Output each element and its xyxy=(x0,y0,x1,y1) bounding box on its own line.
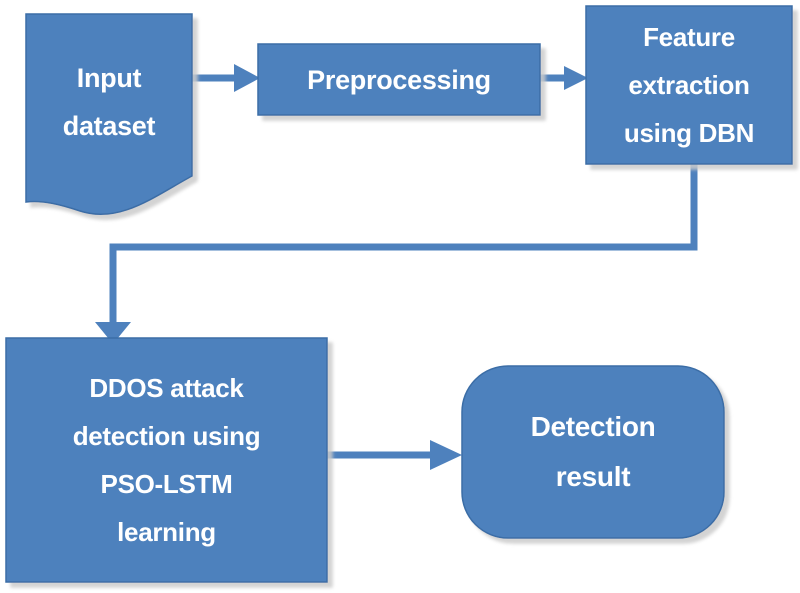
node-shape-ddos-detection[interactable] xyxy=(5,337,328,583)
connector-feature-to-ddos xyxy=(95,160,698,344)
connector-ddos-to-result xyxy=(325,440,462,470)
node-shape-feature-extraction[interactable] xyxy=(585,5,793,165)
node-shape-input-dataset[interactable] xyxy=(25,13,193,216)
node-shape-detection-result[interactable] xyxy=(461,365,725,539)
connector-input-to-preprocessing xyxy=(190,64,260,92)
node-shape-preprocessing[interactable] xyxy=(257,43,541,116)
connector-preprocessing-to-feature xyxy=(538,66,588,90)
